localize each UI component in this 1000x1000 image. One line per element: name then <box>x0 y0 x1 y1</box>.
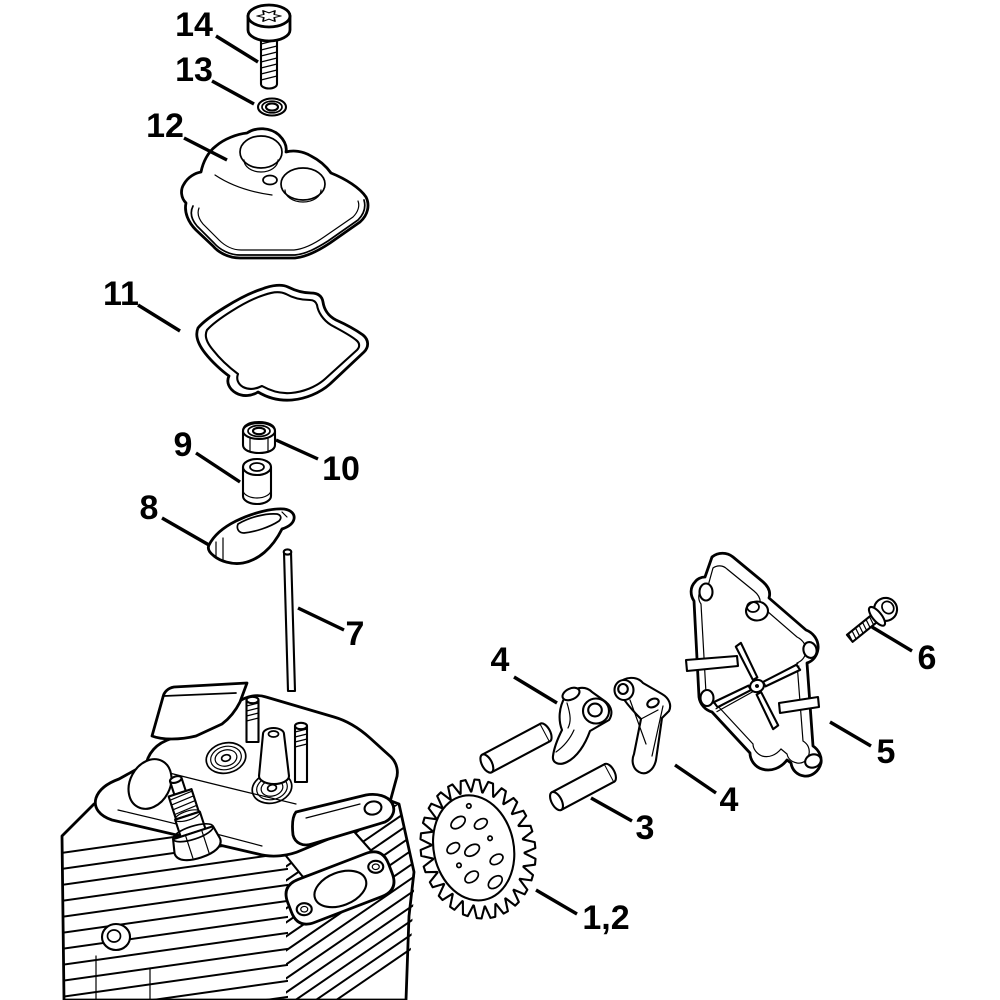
cover-plate-hole <box>698 582 714 602</box>
part-rocker-arm-8 <box>206 507 296 565</box>
head-boss <box>127 758 173 810</box>
part-cover-plate-5 <box>684 551 823 778</box>
spark-plug <box>167 775 222 862</box>
part-label-7: 7 <box>346 615 365 653</box>
part-sleeve-9 <box>241 457 273 506</box>
cover-plate-hole <box>804 753 822 769</box>
part-rocker-lever-4-right <box>613 676 672 775</box>
part-screw-14 <box>246 3 292 90</box>
part-label-4: 4 <box>720 781 739 819</box>
part-label-3: 3 <box>636 809 655 847</box>
leader-line-14 <box>215 34 259 64</box>
leader-line-12 <box>183 136 228 162</box>
part-pin-3-upper <box>479 722 553 774</box>
leader-line-5 <box>829 720 872 748</box>
part-label-11: 11 <box>103 275 139 313</box>
head-bracket-arm <box>291 793 396 847</box>
gear-lightening-holes <box>446 802 504 890</box>
cover-plate-hole <box>802 641 818 659</box>
leader-line-10 <box>275 438 319 461</box>
cover-plate-hole <box>699 688 715 708</box>
mount-boss <box>100 922 132 952</box>
cover-plate-ledge-right <box>777 695 821 715</box>
callouts: 14 13 12 11 9 10 8 7 4 6 5 4 3 1,2 <box>103 6 936 937</box>
leader-line-13 <box>211 79 255 106</box>
valve-spring-intake <box>205 741 247 775</box>
part-valve-cover-12 <box>180 127 370 260</box>
part-label-5: 5 <box>877 733 896 771</box>
head-stud-rear <box>293 721 309 784</box>
rocker-support-bracket <box>150 681 249 741</box>
part-pin-3-lower <box>549 762 617 812</box>
part-label-4: 4 <box>491 641 510 679</box>
torx-socket-icon <box>256 10 282 22</box>
impeller-icon <box>712 641 802 731</box>
leader-line-8 <box>161 516 210 547</box>
leader-line-1,2 <box>535 888 578 916</box>
part-label-1,2: 1,2 <box>582 899 629 937</box>
leader-line-6 <box>871 625 913 653</box>
part-rocker-lever-4-left <box>551 686 613 765</box>
part-washer-13 <box>256 97 288 117</box>
part-collar-nut-10 <box>241 420 277 455</box>
exhaust-flange <box>284 850 396 926</box>
part-label-6: 6 <box>918 639 937 677</box>
part-screw-6 <box>845 596 899 643</box>
leader-line-4 <box>513 675 558 705</box>
valve-guide-cone <box>257 726 291 786</box>
part-gear-1-2 <box>419 778 537 920</box>
leader-line-3 <box>590 796 633 823</box>
leader-line-11 <box>137 303 181 333</box>
leader-line-9 <box>195 451 241 484</box>
leader-line-4 <box>674 763 717 795</box>
part-label-12: 12 <box>146 107 184 145</box>
part-push-rod-7 <box>282 548 297 693</box>
part-label-10: 10 <box>322 450 360 488</box>
part-label-14: 14 <box>175 6 213 44</box>
part-label-8: 8 <box>140 489 159 527</box>
part-cylinder-assembly <box>60 681 416 1000</box>
head-stud-front <box>245 695 260 744</box>
part-label-13: 13 <box>175 51 213 89</box>
part-label-9: 9 <box>174 426 193 464</box>
cover-plate-ledge-left <box>684 654 740 673</box>
part-gasket-11 <box>195 283 370 402</box>
leader-line-7 <box>297 606 345 632</box>
